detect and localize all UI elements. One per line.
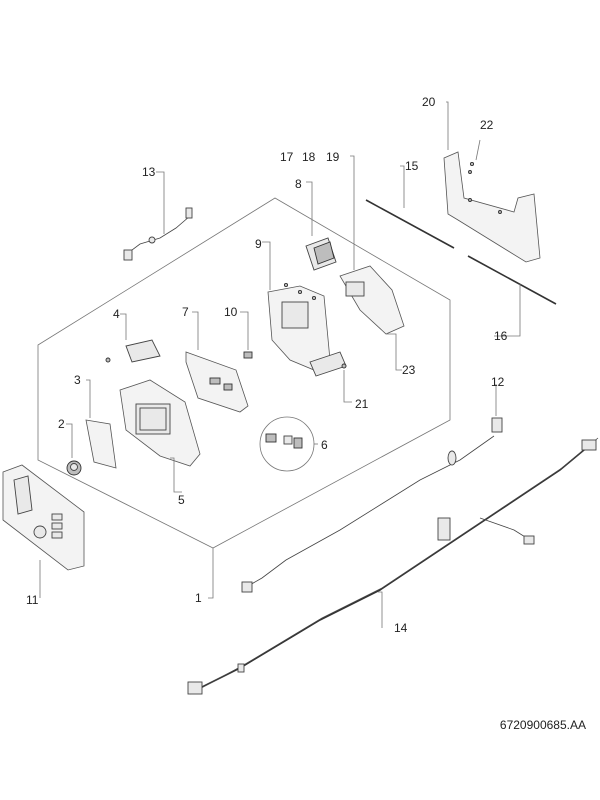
callout-5: 5: [178, 493, 185, 507]
callout-20: 20: [422, 95, 436, 109]
callout-1: 1: [195, 591, 202, 605]
part-21-screw: [341, 363, 352, 403]
callout-22: 22: [480, 118, 494, 132]
part-22-screw: [469, 139, 481, 167]
part-2-knob: [66, 423, 82, 476]
callout-13: 13: [142, 165, 156, 179]
callout-7: 7: [182, 305, 189, 319]
part-15-rod: [365, 165, 455, 249]
part-19-module: [339, 155, 405, 371]
part-10-clip: [240, 311, 253, 359]
callout-15: 15: [405, 159, 419, 173]
part-13-sensor-cable: [123, 171, 193, 261]
document-number: 6720900685.AA: [499, 718, 586, 732]
part-14-harness: [187, 437, 599, 695]
callout-6: 6: [321, 438, 328, 452]
callout-21: 21: [355, 397, 369, 411]
callout-4: 4: [113, 307, 120, 321]
callout-16: 16: [494, 329, 508, 343]
part-4-bracket: [105, 313, 161, 363]
callout-10: 10: [224, 305, 238, 319]
screws-17-18: [283, 282, 317, 301]
part-12-cable: [241, 384, 503, 593]
callout-14: 14: [394, 621, 408, 635]
callout-23: 23: [402, 363, 416, 377]
leader-1: [208, 548, 214, 599]
part-6-connector-inset: [259, 416, 318, 472]
callout-2: 2: [58, 417, 65, 431]
assembly-boundary: [37, 197, 451, 549]
part-3-cover-plate: [85, 379, 117, 469]
callout-17: 17: [280, 150, 294, 164]
callout-3: 3: [74, 373, 81, 387]
part-7-pcb: [185, 311, 249, 413]
part-11-front-panel: [2, 464, 85, 598]
callout-8: 8: [295, 177, 302, 191]
callout-18: 18: [302, 150, 316, 164]
callout-19: 19: [326, 150, 340, 164]
part-16-rod: [467, 255, 557, 337]
part-5-main-housing: [119, 379, 201, 493]
part-9-frame: [262, 241, 347, 377]
part-8-relay: [305, 181, 337, 271]
callout-9: 9: [255, 237, 262, 251]
callout-12: 12: [491, 375, 505, 389]
part-20-side-frame: [443, 101, 541, 263]
callout-11: 11: [26, 593, 39, 607]
